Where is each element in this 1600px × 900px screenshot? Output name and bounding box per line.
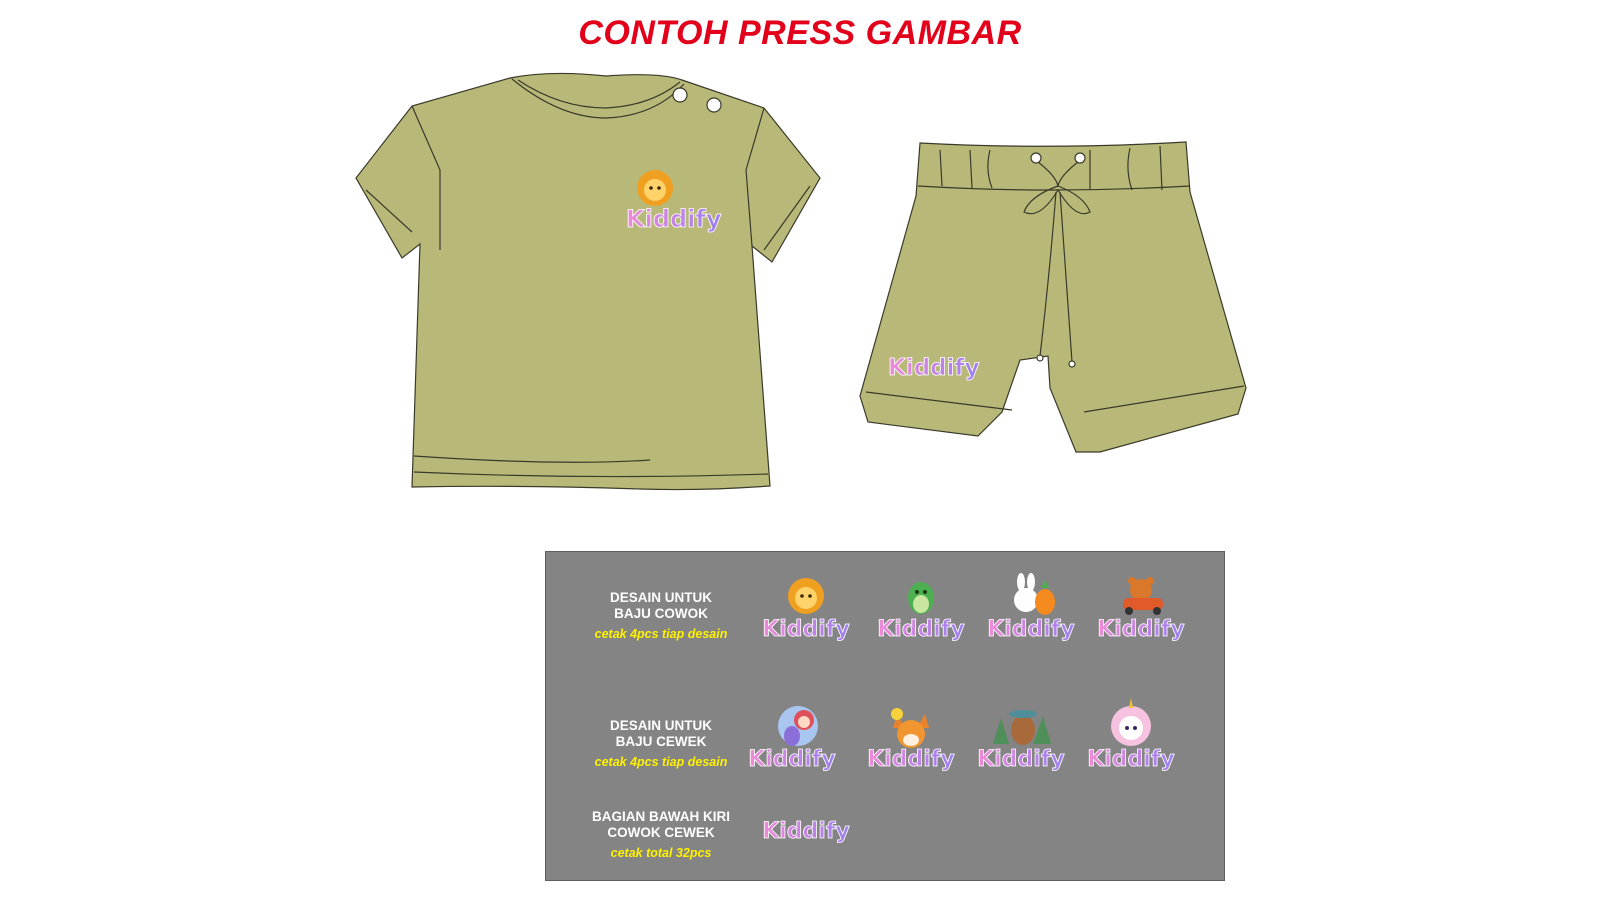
- svg-text:Kiddify: Kiddify: [748, 747, 836, 772]
- mermaid-icon: [778, 706, 818, 746]
- dinosaur-icon: [908, 582, 934, 614]
- svg-text:Kiddify: Kiddify: [977, 747, 1065, 772]
- unicorn-icon: [1111, 698, 1151, 746]
- shirt-brand-logo: Kiddify: [626, 205, 722, 233]
- lion-icon: [788, 578, 824, 614]
- design-logo-plain: Kiddify: [756, 800, 856, 870]
- svg-text:Kiddify: Kiddify: [877, 617, 965, 642]
- print-design-panel: DESAIN UNTUK BAJU COWOK cetak 4pcs tiap …: [545, 551, 1225, 881]
- svg-text:Kiddify: Kiddify: [762, 819, 850, 844]
- bunny-carrot-icon: [1014, 573, 1055, 615]
- page-title: CONTOH PRESS GAMBAR: [578, 14, 1022, 52]
- tshirt-drawing: [355, 72, 821, 491]
- design-logo-bunny: Kiddify: [981, 573, 1081, 644]
- print-note: cetak 4pcs tiap desain: [594, 755, 728, 769]
- svg-text:Kiddify: Kiddify: [1087, 747, 1175, 772]
- shorts-brand-logo: Kiddify: [888, 355, 980, 381]
- design-logo-mermaid: Kiddify: [746, 704, 846, 774]
- print-note: cetak 4pcs tiap desain: [594, 627, 728, 641]
- horse-forest-icon: [993, 710, 1051, 745]
- lion-icon: [637, 170, 673, 206]
- design-logo-dinosaur: Kiddify: [871, 574, 971, 644]
- svg-text:Kiddify: Kiddify: [867, 747, 955, 772]
- svg-text:Kiddify: Kiddify: [1097, 617, 1185, 642]
- svg-text:Kiddify: Kiddify: [762, 617, 850, 642]
- design-logo-lion: Kiddify: [756, 574, 856, 644]
- design-logo-fox: Kiddify: [861, 704, 961, 774]
- row-label-boys: DESAIN UNTUK BAJU COWOK cetak 4pcs tiap …: [566, 590, 756, 642]
- row-label-bottom: BAGIAN BAWAH KIRI COWOK CEWEK cetak tota…: [566, 809, 756, 861]
- row-label-girls: DESAIN UNTUK BAJU CEWEK cetak 4pcs tiap …: [566, 718, 756, 770]
- fox-flower-icon: [891, 708, 929, 748]
- design-logo-horse: Kiddify: [971, 704, 1071, 774]
- print-note: cetak total 32pcs: [610, 846, 712, 860]
- svg-text:Kiddify: Kiddify: [987, 617, 1075, 642]
- design-logo-unicorn: Kiddify: [1081, 698, 1181, 774]
- garment-illustration: Kiddify Kiddify: [355, 72, 1247, 491]
- bear-car-icon: [1123, 577, 1163, 615]
- design-logo-bear: Kiddify: [1091, 574, 1191, 644]
- shorts-drawing: [859, 141, 1247, 453]
